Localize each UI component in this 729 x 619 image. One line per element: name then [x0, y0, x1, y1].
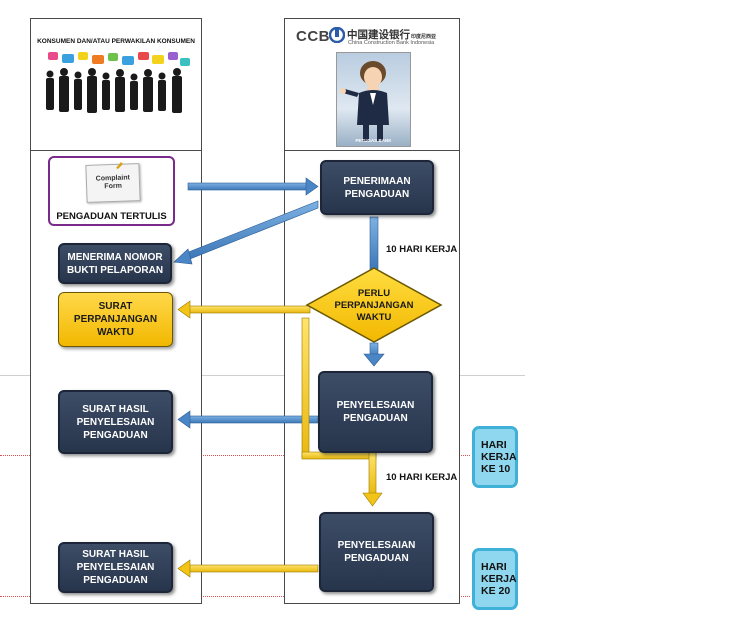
ccb-logo-text: CCB: [296, 28, 330, 45]
node-extension-letter: SURAT PERPANJANGAN WAKTU: [58, 292, 173, 347]
arrow-decision-extension-path: [301, 317, 383, 507]
arrow-decision-to-extension-letter: [177, 300, 311, 319]
consumer-lane-title: KONSUMEN DAN/ATAU PERWAKILAN KONSUMEN: [37, 38, 195, 45]
bank-name-english: China Construction Bank Indonesia: [348, 40, 435, 46]
bank-name-cn-small: 印度尼西亚: [411, 34, 437, 40]
written-complaint-label: PENGADUAN TERTULIS: [56, 211, 167, 222]
written-complaint-card: Complaint Form PENGADUAN TERTULIS: [48, 156, 175, 226]
crowd-illustration: [46, 52, 190, 113]
arrow-complaint-to-reception: [187, 177, 319, 196]
consumer-lane-divider: [30, 150, 202, 151]
node-resolution-2: PENYELESAIAN PENGADUAN: [319, 512, 434, 592]
arrow-resolution2-to-result-letter2: [177, 559, 319, 578]
badge-working-day-20: HARI KERJA KE 20: [472, 548, 518, 610]
speech-bubbles: [48, 52, 190, 66]
bank-name-chinese: 中国建设银行印度尼西亚: [347, 27, 436, 42]
node-extension-decision: PERLU PERPANJANGAN WAKTU: [334, 288, 414, 323]
people-silhouettes: [46, 68, 182, 113]
bank-officer-illustration: [340, 61, 389, 141]
label-10-working-days-2: 10 HARI KERJA: [386, 472, 458, 483]
day-20-marker-line: [0, 596, 470, 597]
node-receive-report-number: MENERIMA NOMOR BUKTI PELAPORAN: [58, 243, 172, 284]
arrow-decision-to-resolution1: [363, 342, 385, 367]
badge-working-day-10: HARI KERJA KE 10: [472, 426, 518, 488]
bank-lane-divider: [284, 150, 460, 151]
bank-name-cn-text: 中国建设银行: [347, 29, 410, 41]
node-extension-decision-shape: [305, 267, 443, 343]
ccb-logo-icon: [329, 27, 345, 43]
node-result-letter-1: SURAT HASIL PENYELESAIAN PENGADUAN: [58, 390, 173, 454]
officer-caption: PETUGAS BANK: [355, 138, 392, 143]
arrow-resolution1-to-result-letter1: [177, 410, 319, 429]
node-resolution-1: PENYELESAIAN PENGADUAN: [318, 371, 433, 453]
node-result-letter-2: SURAT HASIL PENYELESAIAN PENGADUAN: [58, 542, 173, 593]
pen-icon: [116, 162, 123, 169]
arrow-reception-to-number: [173, 200, 319, 265]
arrow-reception-to-decision: [369, 216, 379, 270]
label-10-working-days-1: 10 HARI KERJA: [386, 244, 458, 255]
bank-officer-image: PETUGAS BANK: [336, 52, 411, 147]
node-complaint-reception: PENERIMAAN PENGADUAN: [320, 160, 434, 215]
background-guide-line: [0, 375, 525, 376]
day-10-marker-line: [0, 455, 470, 456]
